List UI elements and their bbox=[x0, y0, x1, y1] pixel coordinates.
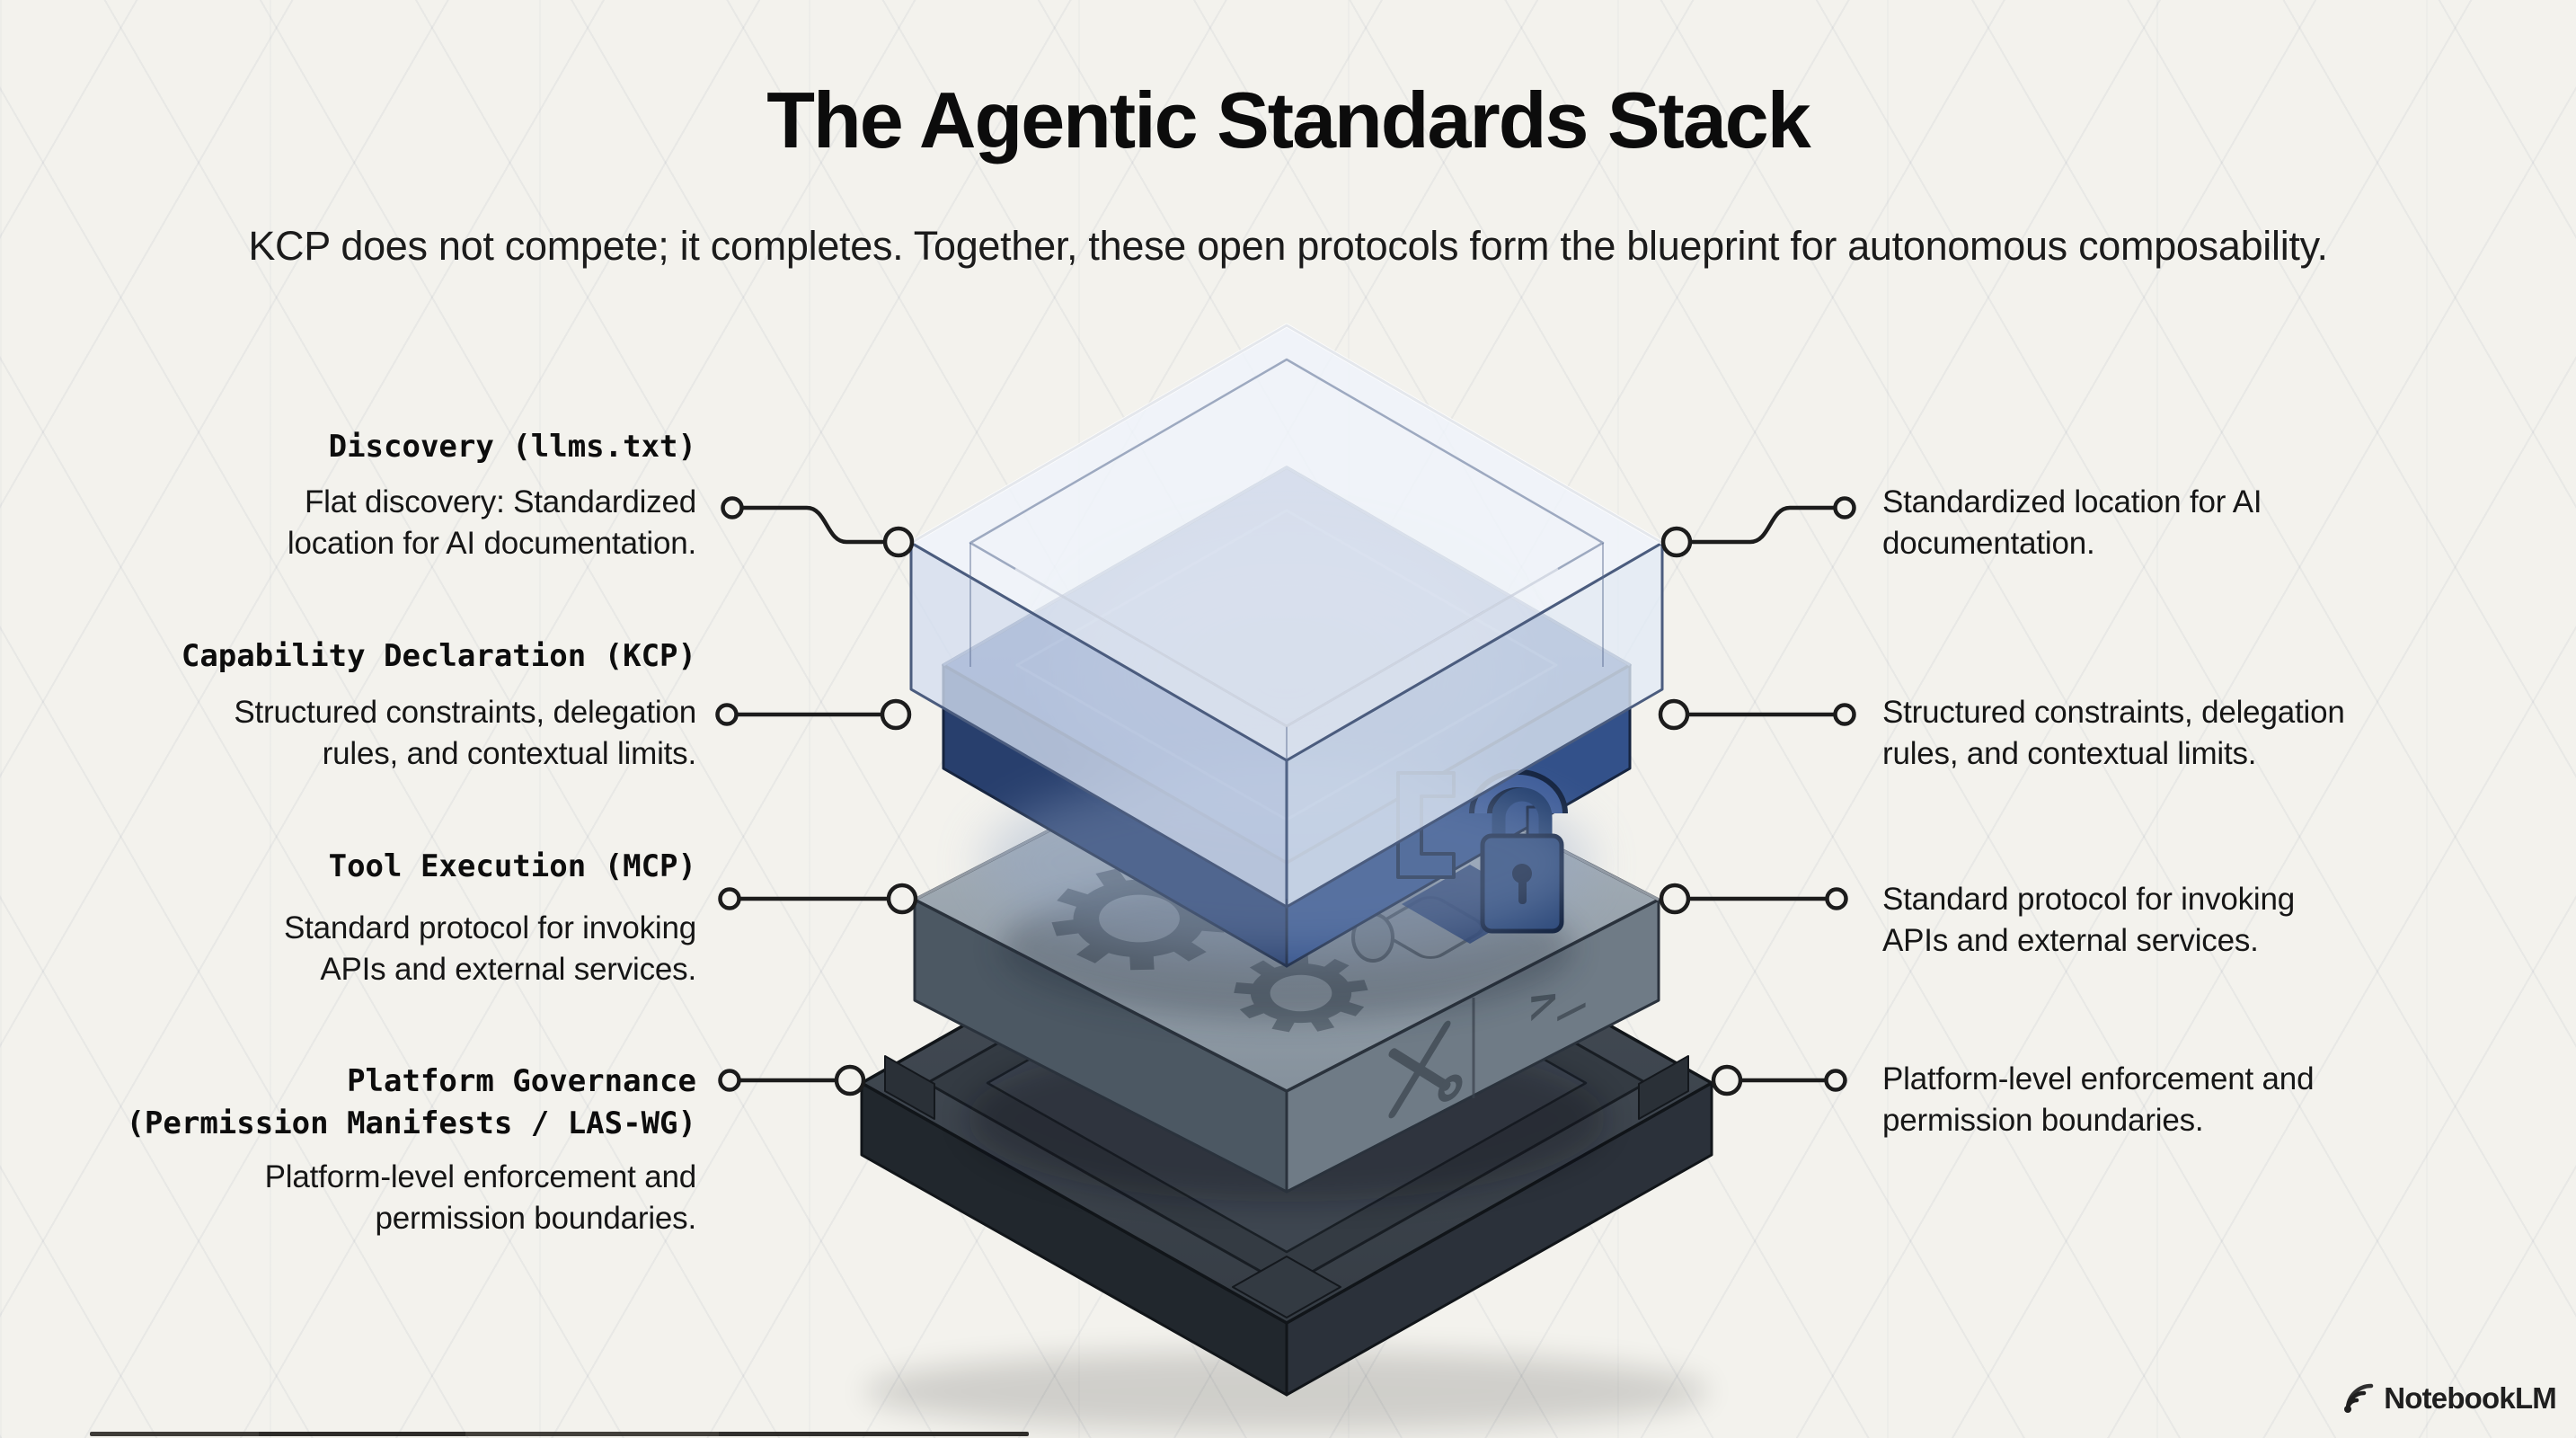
layer-discovery-glass bbox=[909, 323, 1664, 909]
label-discovery-desc: Flat discovery: Standardized location fo… bbox=[287, 484, 696, 561]
crossed-tools-icon bbox=[1388, 1020, 1463, 1119]
callout-capability-desc: Structured constraints, delegation rules… bbox=[1882, 695, 2345, 771]
label-tool-execution-desc: Standard protocol for invoking APIs and … bbox=[284, 910, 696, 987]
label-discovery-title: Discovery (llms.txt) bbox=[328, 429, 696, 465]
page-subtitle: KCP does not compete; it completes. Toge… bbox=[248, 223, 2328, 269]
callout-governance-desc: Platform-level enforcement and permissio… bbox=[1882, 1061, 2315, 1138]
callout-discovery: Standardized location for AI documentati… bbox=[1882, 482, 2576, 564]
callout-tool-execution: Standard protocol for invoking APIs and … bbox=[1882, 879, 2576, 962]
label-tool-execution-title: Tool Execution (MCP) bbox=[328, 848, 696, 884]
label-governance-title: Platform Governance (Permission Manifest… bbox=[126, 1063, 696, 1141]
callout-governance: Platform-level enforcement and permissio… bbox=[1882, 1059, 2576, 1141]
label-discovery: Discovery (llms.txt) Flat discovery: Sta… bbox=[49, 426, 696, 564]
label-capability-desc: Structured constraints, delegation rules… bbox=[234, 695, 696, 771]
callout-tool-execution-desc: Standard protocol for invoking APIs and … bbox=[1882, 882, 2295, 958]
label-governance-desc: Platform-level enforcement and permissio… bbox=[264, 1159, 697, 1236]
notebooklm-icon bbox=[2344, 1383, 2374, 1413]
callout-capability: Structured constraints, delegation rules… bbox=[1882, 692, 2576, 775]
label-capability: Capability Declaration (KCP) Structured … bbox=[49, 635, 696, 775]
label-capability-title: Capability Declaration (KCP) bbox=[181, 638, 696, 674]
brand-watermark: NotebookLM bbox=[2341, 1381, 2557, 1416]
label-tool-execution: Tool Execution (MCP) Standard protocol f… bbox=[49, 846, 696, 990]
callout-connectors bbox=[715, 496, 1856, 1096]
brand-name: NotebookLM bbox=[2384, 1381, 2557, 1415]
label-governance: Platform Governance (Permission Manifest… bbox=[49, 1061, 696, 1239]
bottom-edge-artifact bbox=[90, 1432, 1029, 1436]
page-title: The Agentic Standards Stack bbox=[766, 75, 1810, 164]
callout-discovery-desc: Standardized location for AI documentati… bbox=[1882, 484, 2262, 561]
